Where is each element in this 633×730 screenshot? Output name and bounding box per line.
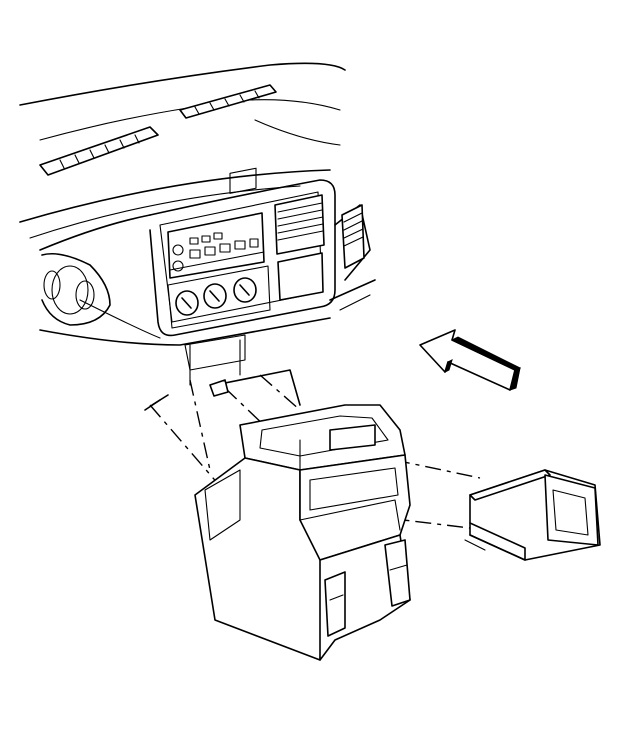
instrument-panel: [39, 179, 376, 346]
instrument-cluster-gauges: [41, 252, 111, 326]
console-insert-pocket: [464, 469, 601, 561]
center-air-vents: [274, 194, 365, 301]
floor-console: [194, 404, 411, 661]
radio-head-unit: [167, 167, 265, 279]
direction-arrow-icon: [419, 329, 522, 391]
console-mounting-bracket: [184, 334, 301, 406]
dash-top-outline: [19, 62, 346, 239]
windshield-defrost-vents: [39, 84, 277, 176]
hvac-control-knobs: [167, 265, 271, 329]
